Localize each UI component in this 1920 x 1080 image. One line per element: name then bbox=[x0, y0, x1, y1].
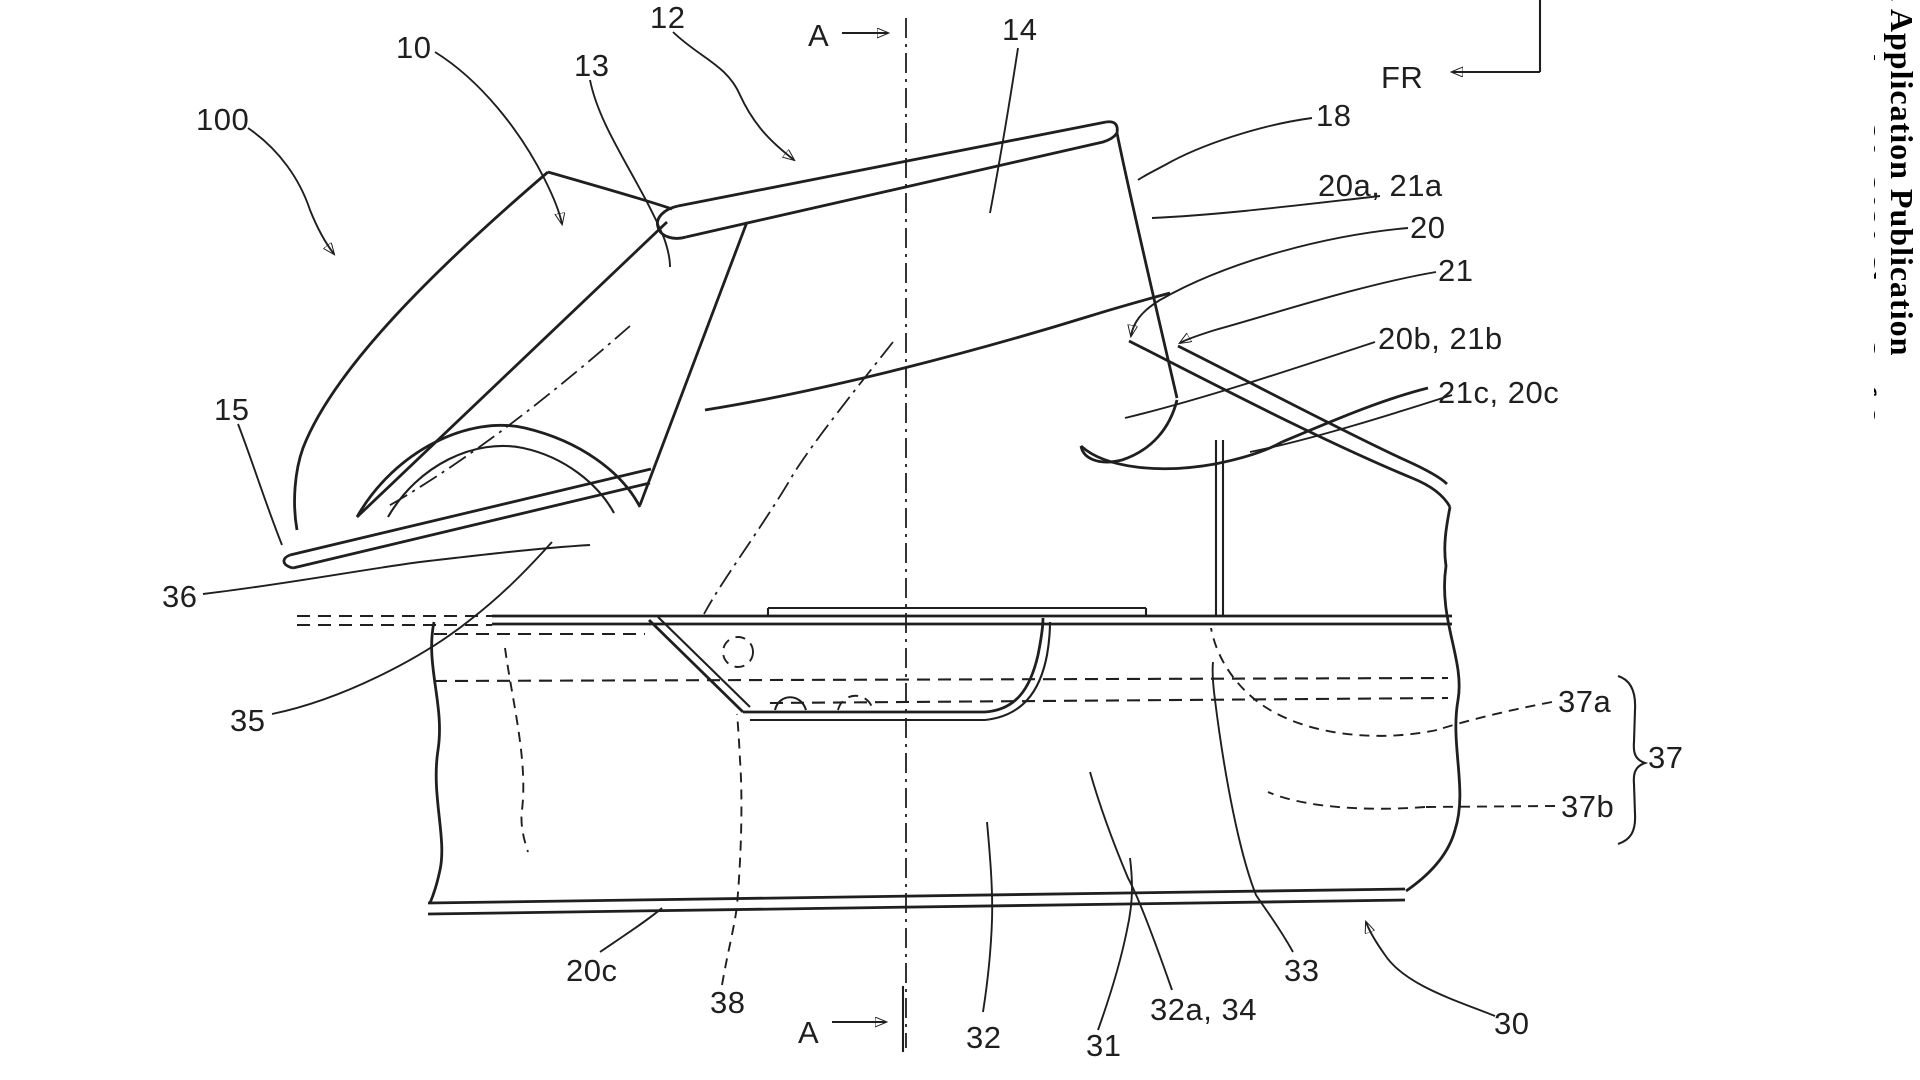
ref-label-32: 32 bbox=[966, 1020, 1001, 1055]
ref-label-20: 20 bbox=[1410, 210, 1445, 245]
ref-label-37: 37 bbox=[1648, 740, 1683, 775]
ref-label-36: 36 bbox=[162, 579, 197, 614]
fr-direction-arrow bbox=[1452, 0, 1542, 72]
pillar-and-side-blade bbox=[282, 170, 749, 570]
ref-label-37a: 37a bbox=[1558, 684, 1611, 719]
ref-label-20b21b: 20b, 21b bbox=[1378, 321, 1503, 356]
ref-label-12: 12 bbox=[650, 0, 685, 35]
ref-label-20a21a: 20a, 21a bbox=[1318, 168, 1443, 203]
ref-label-20c: 20c bbox=[566, 953, 617, 988]
ref-label-35: 35 bbox=[230, 703, 265, 738]
ref-label-fr: FR bbox=[1381, 60, 1423, 95]
ref-label-32a34: 32a, 34 bbox=[1150, 992, 1257, 1027]
ref-label-21c20c: 21c, 20c bbox=[1438, 375, 1559, 410]
ref-label-31: 31 bbox=[1086, 1028, 1121, 1063]
ref-label-14: 14 bbox=[1002, 12, 1037, 47]
publication-title: t Application Publication bbox=[1884, 0, 1920, 357]
leader-lines bbox=[202, 31, 1556, 1031]
section-line-a-a bbox=[832, 18, 907, 1052]
brace-37 bbox=[1617, 674, 1649, 845]
ref-label-15: 15 bbox=[214, 392, 249, 427]
ref-label-30: 30 bbox=[1494, 1006, 1529, 1041]
ref-label-13: 13 bbox=[574, 48, 609, 83]
ref-label-100: 100 bbox=[196, 102, 249, 137]
ref-label-21: 21 bbox=[1438, 253, 1473, 288]
ref-label-38: 38 bbox=[710, 985, 745, 1020]
spoiler-wing bbox=[656, 120, 1179, 399]
ref-label-10: 10 bbox=[396, 30, 431, 65]
bumper-panel bbox=[297, 506, 1462, 916]
trunk-deck bbox=[384, 291, 1452, 616]
ref-label-33: 33 bbox=[1284, 953, 1319, 988]
publication-date-sheet: Aug. 20, 2020 Sheet 3 of 6 bbox=[1874, 46, 1883, 423]
ref-label-a-bot: A bbox=[798, 1015, 819, 1050]
ref-label-18: 18 bbox=[1316, 98, 1351, 133]
ref-label-a-top: A bbox=[808, 18, 829, 53]
ref-label-37b: 37b bbox=[1561, 789, 1614, 824]
publication-header: t Application Publication Aug. 20, 2020 … bbox=[1874, 0, 1920, 1080]
